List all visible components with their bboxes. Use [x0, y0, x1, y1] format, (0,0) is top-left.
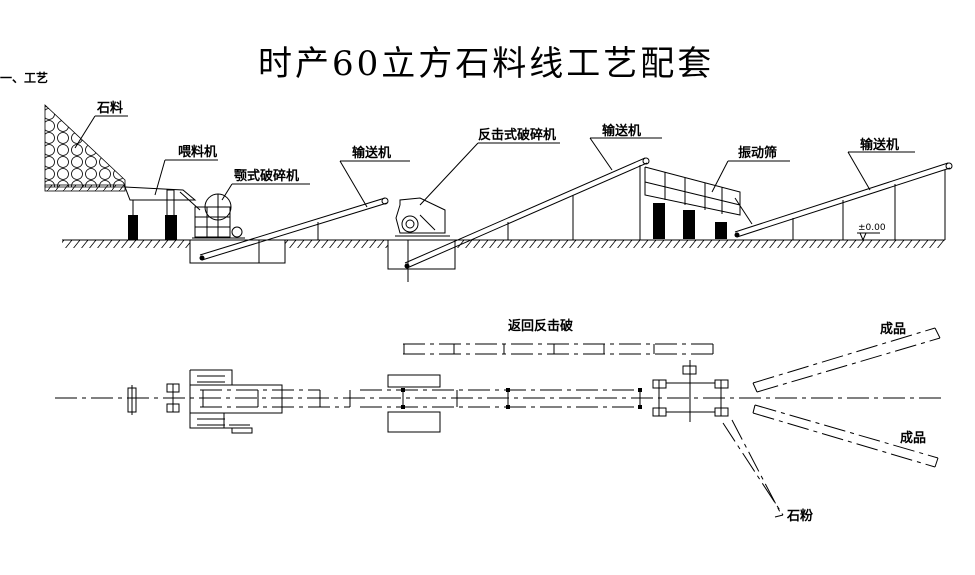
plan-view: 返回反击破 成品 成品 石粉 — [55, 318, 945, 524]
conveyor-3 — [734, 162, 953, 240]
stone-pile — [44, 104, 126, 192]
section-heading: 一、工艺 — [0, 70, 48, 85]
conveyor-1 — [199, 197, 389, 261]
label-conveyor-1: 输送机 — [352, 145, 391, 161]
pit-1 — [189, 239, 286, 264]
label-return-impact: 返回反击破 — [508, 318, 573, 334]
label-vibrating-screen: 振动筛 — [738, 145, 777, 161]
page-title: 时产60立方石料线工艺配套 — [258, 44, 714, 84]
feeder — [124, 186, 201, 240]
jaw-crusher — [192, 193, 245, 239]
vibrating-screen — [639, 165, 753, 240]
label-product-2: 成品 — [900, 430, 926, 446]
elevation-mark: ±0.00 — [858, 223, 886, 233]
conveyor-2 — [404, 157, 650, 269]
label-conveyor-3: 输送机 — [860, 137, 899, 153]
label-feeder: 喂料机 — [178, 144, 217, 160]
label-stone: 石料 — [96, 100, 123, 116]
pit-2 — [387, 239, 456, 270]
label-impact-crusher: 反击式破碎机 — [478, 127, 556, 143]
ground-hatch — [62, 240, 190, 248]
elevation-view: 石料 喂料机 颚式破碎机 — [44, 100, 953, 282]
label-jaw-crusher: 颚式破碎机 — [234, 168, 299, 184]
ground-hatch — [455, 240, 945, 248]
impact-crusher — [395, 197, 450, 237]
label-conveyor-2: 输送机 — [602, 123, 641, 139]
label-stone-powder: 石粉 — [786, 508, 813, 524]
label-product-1: 成品 — [880, 321, 906, 337]
ground-hatch — [285, 240, 388, 248]
